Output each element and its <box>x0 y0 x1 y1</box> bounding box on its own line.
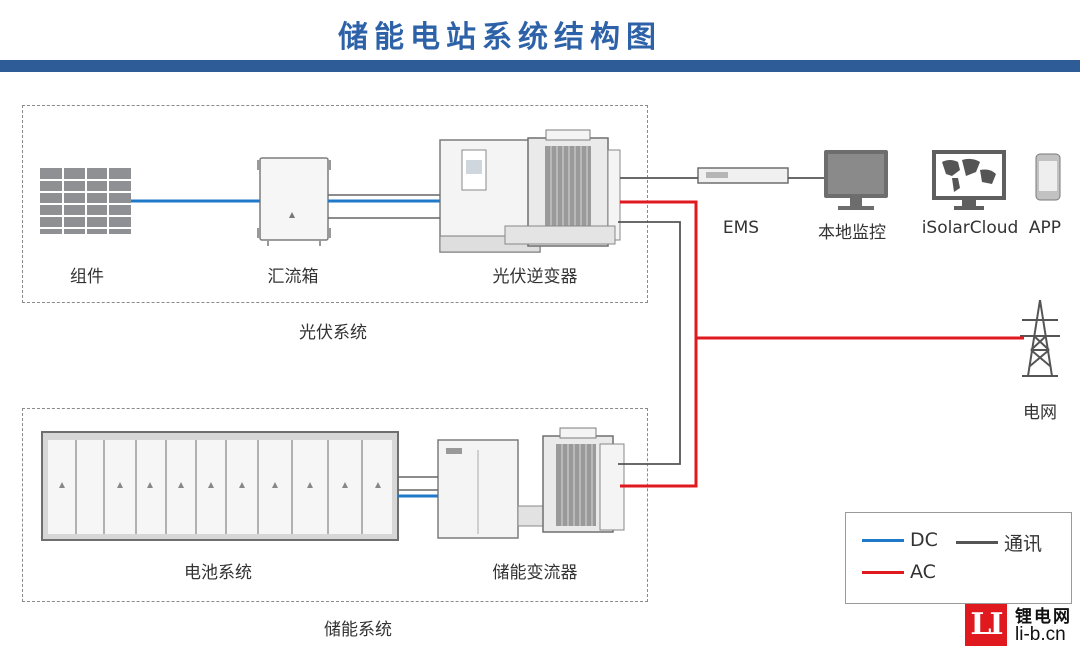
storage-system-frame <box>22 408 648 602</box>
wire-lines <box>328 194 440 491</box>
legend-item-ac: AC <box>862 561 936 583</box>
watermark-mark: LI <box>965 604 1007 646</box>
pv-system-frame <box>22 105 648 303</box>
transmission-tower-icon <box>1020 299 1060 377</box>
cloud-label: iSolarCloud <box>921 218 1019 238</box>
pv-inverter-icon <box>439 129 621 253</box>
title-bar <box>0 60 1080 72</box>
legend-swatch-ac <box>862 570 904 574</box>
phone-icon <box>1035 153 1061 201</box>
comm-lines <box>618 177 824 465</box>
pv-system-label: 光伏系统 <box>299 323 367 343</box>
legend-item-dc: DC <box>862 529 938 551</box>
pv-inverter-label: 光伏逆变器 <box>492 267 578 287</box>
combiner-box-label: 汇流箱 <box>267 267 319 287</box>
watermark-name: 锂电网 <box>1015 607 1072 627</box>
ems-device-icon <box>697 167 789 184</box>
combiner-box-icon <box>257 157 331 246</box>
watermark-logo: LI 锂电网 li-b.cn <box>965 602 1080 649</box>
grid-label: 电网 <box>1023 403 1057 423</box>
battery-system-label: 电池系统 <box>184 563 252 583</box>
dc-lines <box>131 199 440 498</box>
legend-label-ac: AC <box>910 561 936 583</box>
battery-container-icon <box>41 431 399 541</box>
solar-module-icon <box>40 168 131 234</box>
app-label: APP <box>1028 218 1062 238</box>
local-monitor-label: 本地监控 <box>818 223 886 243</box>
ems-label: EMS <box>722 218 760 238</box>
ac-lines <box>620 200 1024 488</box>
pcs-icon <box>437 427 625 539</box>
legend-swatch-dc <box>862 538 904 542</box>
legend: DC 通讯 AC <box>845 512 1072 604</box>
legend-label-comm: 通讯 <box>1004 533 1043 555</box>
page-title: 储能电站系统结构图 <box>338 20 662 55</box>
legend-swatch-comm <box>956 541 998 544</box>
pcs-label: 储能变流器 <box>492 563 578 583</box>
legend-label-dc: DC <box>910 529 938 551</box>
storage-system-label: 储能系统 <box>324 620 392 640</box>
cloud-world-map-icon <box>932 150 1006 210</box>
module-label: 组件 <box>70 267 104 287</box>
watermark-url: li-b.cn <box>1015 624 1066 645</box>
monitor-icon <box>824 150 888 210</box>
legend-item-comm: 通讯 <box>956 529 1042 556</box>
